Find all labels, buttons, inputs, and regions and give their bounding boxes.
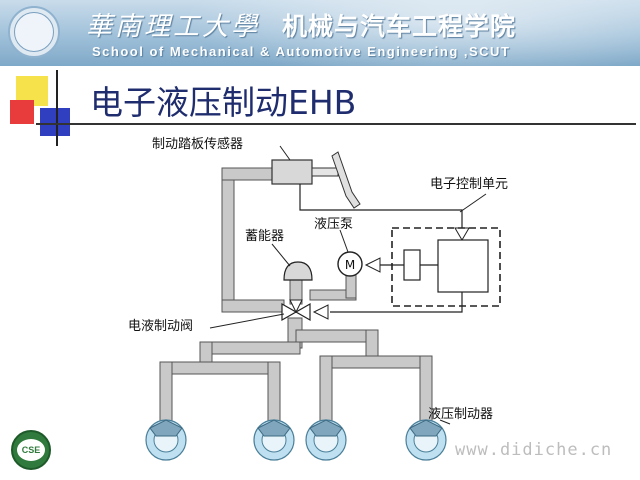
brake-wheel-4 — [405, 419, 447, 461]
pump-motor-icon — [337, 251, 363, 277]
arrow-to-ecu-icon — [454, 227, 470, 241]
school-name-en: School of Mechanical & Automotive Engine… — [92, 44, 511, 59]
pipe-left-split — [159, 361, 281, 375]
accumulator-icon — [283, 261, 313, 281]
slide-title: 电子液压制动EHB — [90, 83, 357, 122]
arrow-to-motor-icon — [364, 257, 381, 273]
valve-top-icon — [289, 299, 303, 314]
leader-pedal-sensor — [279, 145, 291, 161]
brake-wheel-3 — [305, 419, 347, 461]
ecu-dashed-frame — [391, 227, 501, 307]
pipe-wheel-3 — [319, 355, 333, 429]
arrow-to-valve-icon — [312, 304, 329, 320]
label-ecu: 电子控制单元 — [430, 177, 508, 192]
motor-symbol: M — [345, 258, 355, 272]
label-brake: 液压制动器 — [428, 407, 493, 422]
pipe-left-vertical — [221, 167, 235, 309]
pipe-wheel-1 — [159, 361, 173, 429]
school-name-cn: 机械与汽车工程学院 — [282, 12, 517, 41]
label-valve: 电液制动阀 — [128, 319, 193, 334]
pipe-left-branch — [199, 341, 301, 355]
signal-line-sensor-ecu — [299, 184, 463, 228]
valve-right-icon — [294, 302, 311, 322]
banner-glow — [180, 0, 640, 66]
leader-valve — [209, 313, 285, 329]
leader-brake — [439, 419, 451, 425]
pedal-sensor-box — [271, 159, 313, 185]
emblem-inner — [14, 12, 54, 52]
ecu-box — [437, 239, 489, 293]
watermark-text: www.didiche.cn — [455, 440, 613, 460]
leader-accumulator — [271, 243, 291, 267]
leader-pump — [339, 229, 349, 253]
pedal-rod — [311, 167, 339, 177]
decor-blue-square — [40, 108, 70, 136]
pipe-to-valve — [221, 299, 285, 313]
hydraulic-pipes — [159, 167, 433, 429]
valve-left-icon — [281, 302, 298, 322]
header-banner: 華南理工大學 机械与汽车工程学院 School of Mechanical & … — [0, 0, 640, 66]
brake-wheel-1 — [145, 419, 187, 461]
pipe-right-split — [319, 355, 433, 369]
school-logo-text: CSE — [17, 439, 45, 461]
brake-wheel-2 — [253, 419, 295, 461]
university-name: 華南理工大學 — [86, 12, 261, 42]
label-pedal-sensor: 制动踏板传感器 — [152, 136, 243, 152]
signal-line-ecu-valve — [330, 292, 463, 313]
label-accumulator: 蓄能器 — [245, 229, 284, 244]
relay-box — [403, 249, 421, 281]
decor-red-square — [10, 100, 34, 124]
title-underline — [36, 123, 636, 125]
label-pump: 液压泵 — [314, 217, 353, 232]
leader-ecu — [459, 193, 487, 213]
decor-vertical-line — [56, 70, 58, 146]
pipe-wheel-2 — [267, 361, 281, 429]
brake-pedal-icon — [331, 151, 361, 209]
school-logo-icon: CSE — [11, 430, 51, 470]
university-emblem-icon — [8, 6, 60, 58]
